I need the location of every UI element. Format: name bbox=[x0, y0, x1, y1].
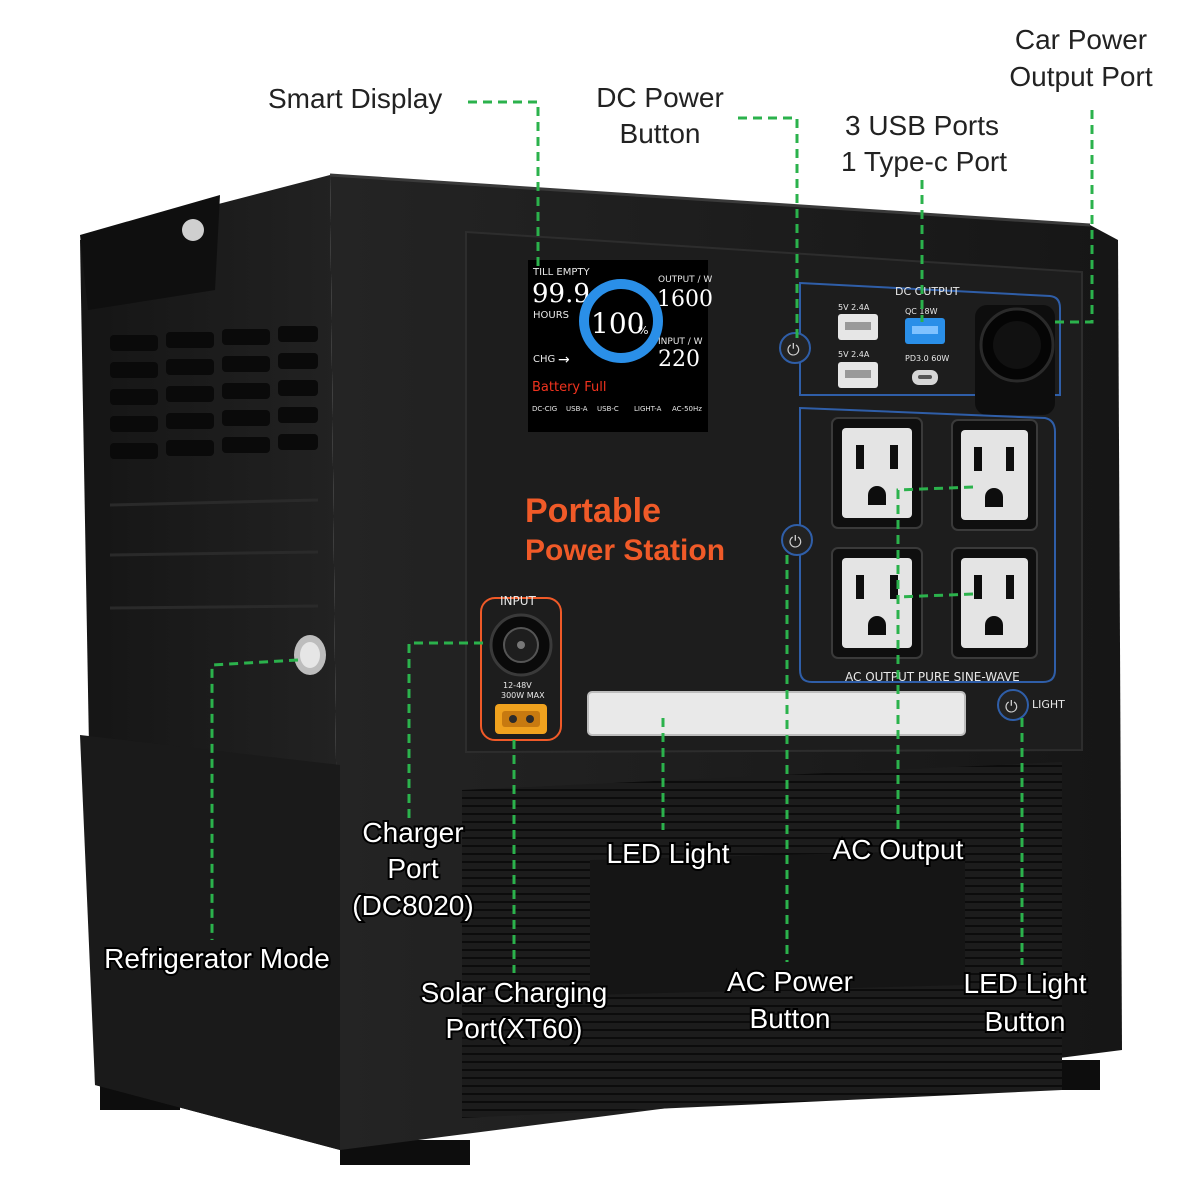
ac-outlet-2[interactable] bbox=[951, 419, 1038, 531]
refrigerator-mode-button[interactable] bbox=[294, 635, 326, 675]
battery-ring bbox=[579, 279, 663, 363]
callout-ac-power-button-line-2: Button bbox=[750, 1003, 831, 1034]
callout-refrigerator-mode: Refrigerator Mode bbox=[104, 943, 330, 974]
ac-power-button[interactable]: ⏻ bbox=[781, 524, 813, 556]
side-grooves bbox=[109, 498, 319, 610]
display-label-usb-c: USB-C bbox=[597, 405, 619, 413]
input-spec-1: 12-48V bbox=[503, 681, 532, 690]
display-output-label: OUTPUT / W bbox=[658, 275, 712, 285]
led-light-button[interactable]: ⏻ bbox=[997, 689, 1029, 721]
display-hours-label: HOURS bbox=[533, 310, 569, 321]
charging-arrow-icon: → bbox=[558, 352, 570, 368]
input-spec-2: 300W MAX bbox=[501, 691, 545, 700]
car-power-output-port[interactable] bbox=[975, 305, 1055, 415]
callout-ac-output: AC Output bbox=[833, 834, 964, 865]
display-input-value: 220 bbox=[658, 347, 700, 372]
display-percent-sign: % bbox=[638, 324, 648, 337]
callout-charger-port-line-1: Charger bbox=[362, 817, 463, 848]
callout-usb-ports-line-2: 1 Type-c Port bbox=[841, 146, 1007, 177]
pd-spec: PD3.0 60W bbox=[905, 354, 949, 363]
ac-output-panel: AC OUTPUT PURE SINE-WAVE bbox=[799, 406, 1056, 684]
power-icon: ⏻ bbox=[1005, 697, 1018, 716]
callout-dc-power-button-line-1: DC Power bbox=[596, 82, 724, 113]
screw-icon bbox=[182, 219, 204, 241]
display-label-ac-50hz: AC-50Hz bbox=[672, 405, 702, 413]
callout-solar-port-line-2: Port(XT60) bbox=[446, 1013, 583, 1044]
input-label: INPUT bbox=[500, 594, 537, 608]
callout-solar-port-line-1: Solar Charging bbox=[421, 977, 608, 1008]
side-vent-grille bbox=[110, 326, 318, 459]
usb-a-1-spec: 5V 2.4A bbox=[838, 303, 870, 312]
usb-a-2-spec: 5V 2.4A bbox=[838, 350, 870, 359]
display-status-text: Battery Full bbox=[532, 380, 606, 395]
power-icon: ⏻ bbox=[787, 340, 800, 359]
callout-car-port-line-2: Output Port bbox=[1009, 61, 1152, 92]
ac-outlet-4[interactable] bbox=[951, 547, 1038, 659]
callout-charger-port-line-2: Port bbox=[387, 853, 439, 884]
display-output-value: 1600 bbox=[657, 287, 713, 312]
ac-output-label: AC OUTPUT PURE SINE-WAVE bbox=[845, 670, 1020, 684]
qc-spec: QC 18W bbox=[905, 307, 938, 316]
callout-car-port-line-1: Car Power bbox=[1015, 24, 1147, 55]
ac-outlet-1[interactable] bbox=[831, 417, 923, 529]
callout-led-light-button-line-2: Button bbox=[985, 1006, 1066, 1037]
display-label-light-a: LIGHT-A bbox=[634, 405, 662, 413]
solar-charging-port-xt60[interactable] bbox=[495, 704, 547, 734]
display-battery-percent: 100 bbox=[591, 307, 644, 340]
input-port-panel: INPUT 12-48V 300W MAX bbox=[480, 594, 562, 741]
display-input-label: INPUT / W bbox=[658, 337, 703, 347]
callout-charger-port-line-3: (DC8020) bbox=[352, 890, 473, 921]
display-label-usb-a: USB-A bbox=[566, 405, 588, 413]
led-light-bar bbox=[587, 691, 966, 736]
display-chg-label: CHG bbox=[533, 354, 555, 365]
callout-usb-ports-line-1: 3 USB Ports bbox=[845, 110, 999, 141]
charger-port-dc8020[interactable] bbox=[489, 613, 553, 677]
display-hours-value: 99.9 bbox=[532, 279, 590, 309]
ac-outlet-3[interactable] bbox=[831, 547, 923, 659]
light-label: LIGHT bbox=[1032, 698, 1065, 711]
dc-power-button[interactable]: ⏻ bbox=[779, 332, 811, 364]
product-title-line-2: Power Station bbox=[525, 534, 725, 567]
callout-dc-power-button-line-2: Button bbox=[620, 118, 701, 149]
callout-led-light-button-line-1: LED Light bbox=[964, 968, 1087, 999]
callout-led-light: LED Light bbox=[607, 838, 730, 869]
display-till-empty-label: TILL EMPTY bbox=[532, 267, 590, 278]
callout-ac-power-button-line-1: AC Power bbox=[727, 966, 853, 997]
dc-output-panel: DC OUTPUT 5V 2.4A 5V 2.4A QC 18W PD3.0 6… bbox=[799, 281, 1061, 396]
smart-display: TILL EMPTY 99.9 HOURS 100 % OUTPUT / W 1… bbox=[528, 260, 713, 432]
dc-output-label: DC OUTPUT bbox=[895, 285, 960, 298]
product-title-line-1: Portable bbox=[525, 492, 661, 530]
leader-lines bbox=[210, 100, 1094, 973]
power-icon: ⏻ bbox=[789, 532, 802, 551]
display-label-dc-cig: DC-CIG bbox=[532, 405, 557, 413]
callout-smart-display: Smart Display bbox=[268, 83, 442, 114]
